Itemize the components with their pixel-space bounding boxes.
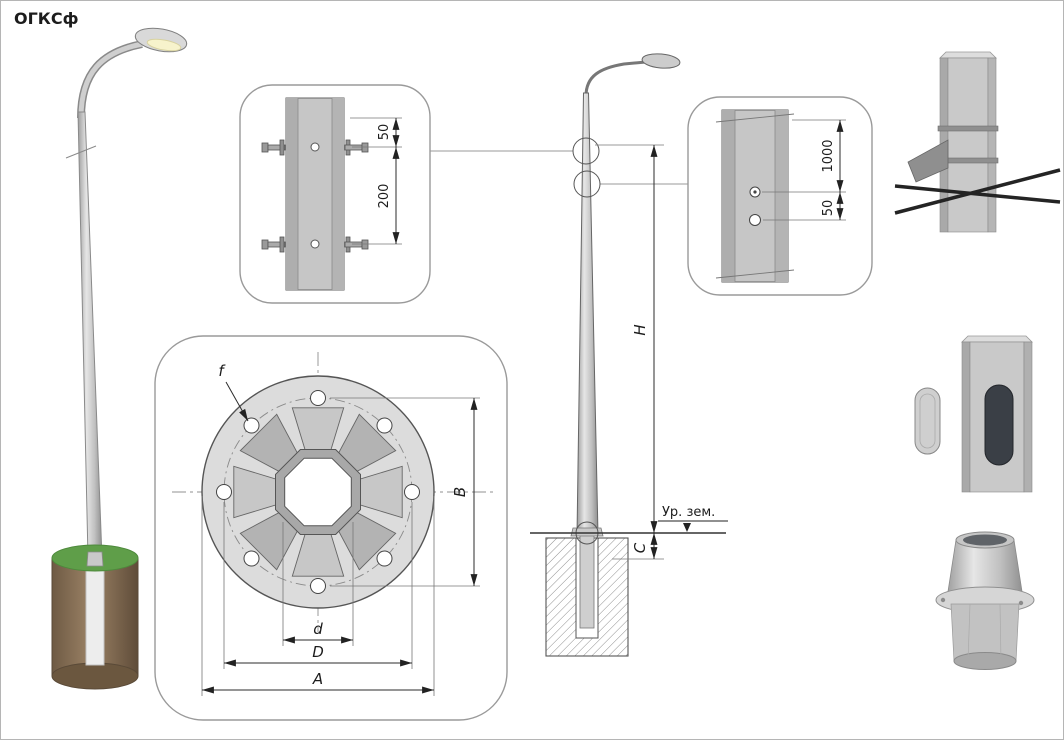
prism-right-facet — [987, 57, 997, 233]
dim-label-B: B — [451, 487, 469, 497]
bolt-head — [261, 142, 269, 153]
bolt-shank — [267, 144, 286, 151]
pole-octagon-bore — [284, 457, 352, 527]
cable — [894, 168, 1061, 215]
render-access-door — [914, 335, 1033, 493]
luminaire-lens — [146, 38, 182, 52]
flange-bolt — [940, 597, 946, 603]
foundation-sleeve — [85, 559, 105, 666]
base-skirt-bottom — [953, 652, 1017, 670]
base-top-opening — [963, 534, 1007, 546]
foundation-hatch-left — [546, 538, 576, 656]
dim-label-d: d — [313, 620, 323, 638]
pole-section-right-facet — [332, 98, 344, 290]
dim-label-H: H — [631, 324, 649, 335]
cable — [894, 184, 1061, 204]
bolt-hole — [216, 484, 232, 500]
bolt-hole — [376, 550, 393, 567]
cable-hole — [749, 214, 761, 226]
break-line — [715, 269, 795, 279]
clamp-hole — [310, 142, 320, 152]
bolt-hole — [243, 417, 260, 434]
pole-section-left-facet — [286, 98, 298, 290]
dim-label-D: D — [312, 643, 324, 661]
foundation-hatch-right — [598, 538, 628, 656]
bolt-head — [361, 239, 369, 250]
dim-label-200: 200 — [377, 184, 392, 209]
prism-right-facet — [1023, 341, 1033, 493]
detail-callout-circle — [573, 170, 601, 198]
bolt-head — [361, 142, 369, 153]
ground-label: Ур. зем. — [662, 505, 715, 520]
grounding-hole-center — [753, 190, 757, 194]
prism-front-face — [947, 57, 989, 233]
pole-elevation: Ур. зем. H C — [430, 53, 728, 657]
leader-f — [225, 381, 249, 422]
pole-shaft-elevation — [576, 92, 599, 536]
detail-view-clamp: 50 200 — [239, 84, 431, 304]
pole-3d-render — [51, 27, 188, 690]
skirt-facet-line — [967, 603, 971, 662]
bolt-hole — [404, 484, 420, 500]
pole-shaft-3d — [77, 111, 103, 559]
detail-view-flange: f B d D A — [154, 335, 508, 721]
pole-arm — [78, 41, 143, 119]
skirt-facet-line — [999, 603, 1002, 662]
bolt-head — [261, 239, 269, 250]
prism-top-face — [939, 51, 997, 59]
ground-arrow — [683, 523, 691, 532]
clamp-hole — [310, 239, 320, 249]
pole-section-right-facet — [775, 110, 788, 282]
foundation-bottom — [51, 662, 139, 690]
pole-base-3d — [86, 551, 104, 567]
dim-label-C: C — [631, 542, 649, 553]
arm-elevation — [584, 60, 647, 97]
pole-embedded-part — [579, 534, 595, 629]
dim-label-1000: 1000 — [821, 139, 836, 172]
luminaire-elevation — [641, 53, 681, 69]
band-clamp — [937, 125, 999, 132]
dim-label-50: 50 — [821, 200, 836, 217]
bolt-washer — [279, 139, 285, 156]
detail-callout-circle — [572, 137, 600, 165]
door-cover-inner-line — [919, 393, 936, 449]
render-cable-clamp — [894, 51, 1061, 233]
render-base-shell — [935, 531, 1035, 670]
dim-label-f: f — [218, 362, 226, 380]
dim-label-A: A — [312, 670, 323, 688]
door-opening — [984, 384, 1014, 466]
bolt-hole — [310, 578, 326, 594]
bolt-shank — [267, 241, 286, 248]
bolt-hole — [243, 550, 260, 567]
bolt-shank — [344, 241, 363, 248]
door-cover — [914, 387, 941, 455]
detail-view-holes: 1000 50 — [687, 96, 873, 296]
break-line — [715, 113, 795, 123]
drawing-title: ОГКСф — [14, 9, 79, 28]
pole-section-left-facet — [722, 110, 735, 282]
dim-label-50: 50 — [377, 124, 392, 141]
foundation-hatch-bottom — [576, 638, 598, 656]
flange-bolt — [1018, 600, 1024, 606]
bolt-shank — [344, 144, 363, 151]
bolt-hole — [310, 390, 326, 406]
prism-top-face — [961, 335, 1033, 343]
bolt-washer — [279, 236, 285, 253]
bolt-hole — [376, 417, 393, 434]
suspension-bracket — [907, 139, 949, 183]
pole-break-mark — [65, 145, 97, 159]
prism-left-facet — [961, 341, 971, 493]
